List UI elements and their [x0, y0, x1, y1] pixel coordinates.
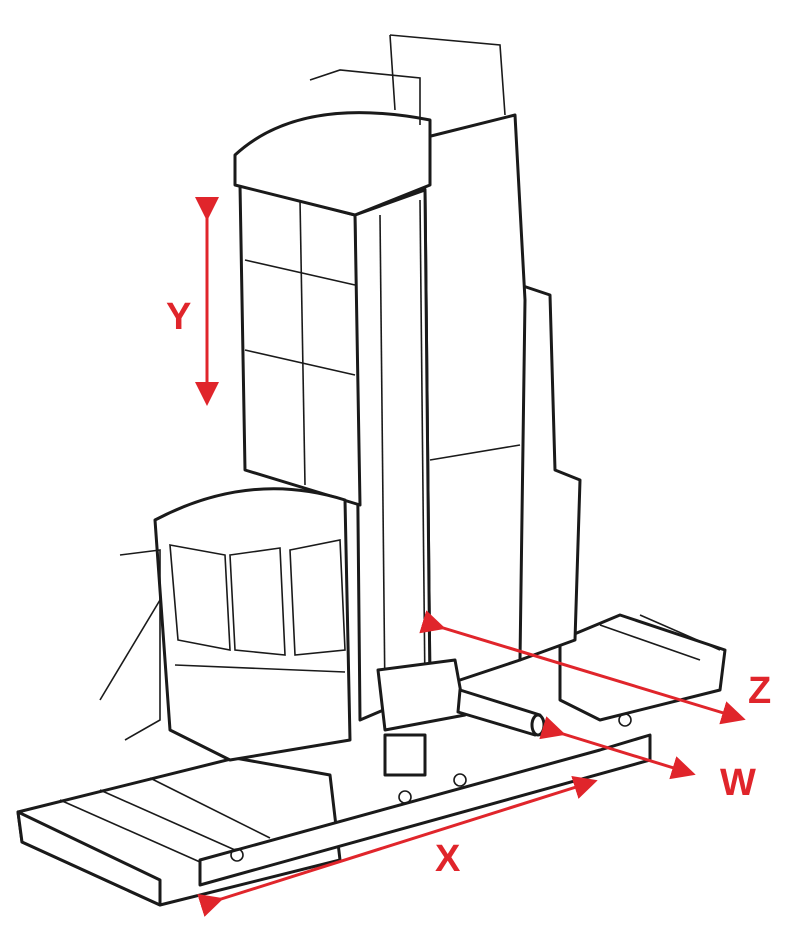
z-axis-arrow [419, 610, 746, 725]
operator-cabin [99, 487, 352, 762]
y-axis-label: Y [166, 296, 192, 338]
x-axis-arrow [197, 775, 598, 917]
w-axis-arrow [539, 716, 696, 780]
machine-column [233, 34, 582, 722]
z-axis-label: Z [748, 670, 772, 712]
x-axis-label: X [435, 838, 461, 880]
axis-arrows [195, 197, 746, 917]
w-axis-label: W [720, 762, 756, 804]
